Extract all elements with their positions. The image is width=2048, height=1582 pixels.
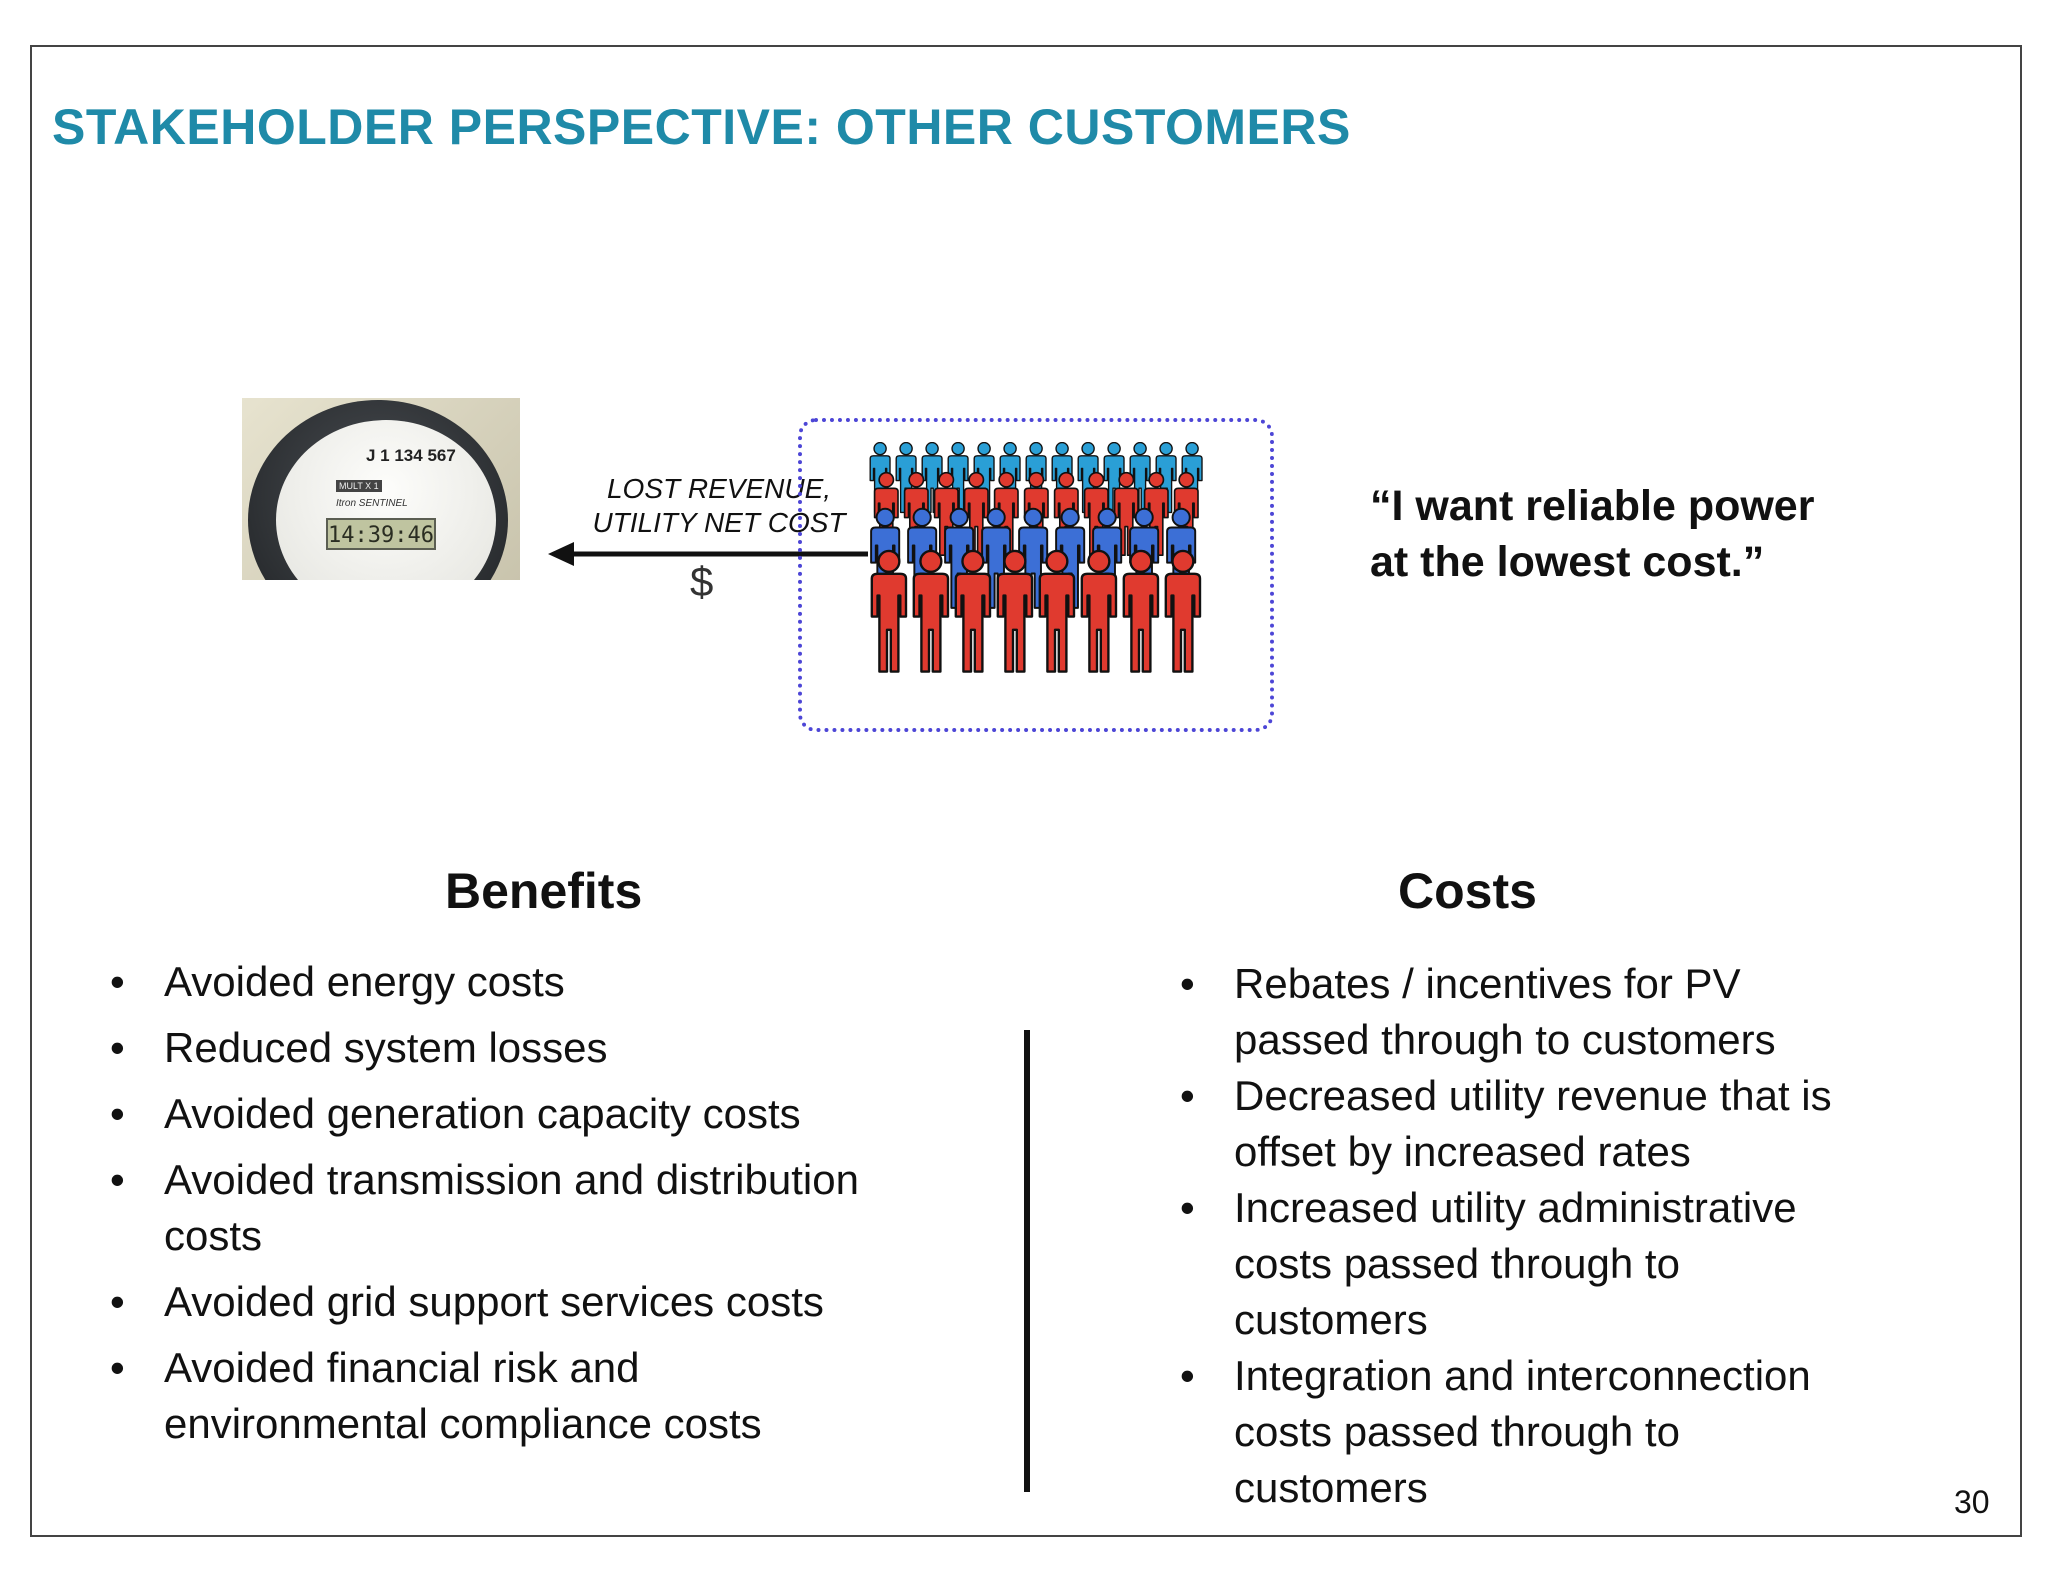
benefits-item-text: environmental compliance costs	[164, 1400, 762, 1447]
meter-multiplier: MULT X 1	[336, 480, 382, 492]
person-icon	[1080, 549, 1118, 673]
costs-item-text: customers	[1234, 1464, 1428, 1511]
bullet-icon: •	[110, 1156, 125, 1203]
costs-item-text: Rebates / incentives for PV	[1234, 960, 1741, 1007]
meter-serial: J 1 134 567	[366, 446, 456, 465]
benefits-item-text: Reduced system losses	[164, 1024, 608, 1071]
benefits-item-text: Avoided grid support services costs	[164, 1278, 824, 1325]
costs-item-text: passed through to customers	[1234, 1016, 1776, 1063]
slide-title: STAKEHOLDER PERSPECTIVE: OTHER CUSTOMERS	[52, 99, 1351, 155]
costs-item-text: costs passed through to	[1234, 1240, 1680, 1287]
currency-symbol: $	[690, 558, 714, 605]
person-icon	[1038, 549, 1076, 673]
benefits-item-text: costs	[164, 1212, 263, 1259]
bullet-icon: •	[1180, 960, 1195, 1007]
benefits-item: • Avoided financial risk and environmental…	[110, 1340, 994, 1452]
column-divider	[1024, 1030, 1030, 1492]
person-icon	[912, 549, 950, 673]
benefits-item-text: Avoided financial risk and	[164, 1344, 640, 1391]
person-icon	[996, 549, 1034, 673]
bullet-icon: •	[110, 958, 125, 1005]
bullet-icon: •	[110, 1344, 125, 1391]
left-arrow-icon	[548, 542, 868, 566]
costs-item-text: customers	[1234, 1296, 1428, 1343]
quote-line-1: “I want reliable power	[1370, 482, 1815, 530]
bullet-icon: •	[1180, 1352, 1195, 1399]
flow-label: LOST REVENUE, UTILITY NET COST	[590, 472, 848, 540]
costs-item: • Integration and interconnection costs pa…	[1180, 1348, 1954, 1516]
benefits-list: • Avoided energy costs • Reduced system los…	[110, 954, 994, 1462]
flow-label-line-1: LOST REVENUE,	[606, 473, 832, 504]
person-icon	[1122, 549, 1160, 673]
quote-line-2: at the lowest cost.”	[1370, 538, 1765, 586]
customers-group-frame	[798, 418, 1274, 732]
electric-meter-image: J 1 134 567 MULT X 1 Itron SENTINEL 14:3…	[242, 398, 520, 580]
benefits-item-text: Avoided energy costs	[164, 958, 565, 1005]
costs-item-text: Decreased utility revenue that is	[1234, 1072, 1832, 1119]
costs-heading: Costs	[1398, 863, 1537, 919]
bullet-icon: •	[1180, 1072, 1195, 1119]
meter-maker: Itron SENTINEL	[336, 498, 408, 509]
meter-body: J 1 134 567 MULT X 1 Itron SENTINEL 14:3…	[248, 400, 508, 580]
page-number: 30	[1954, 1484, 1990, 1520]
meter-face: J 1 134 567 MULT X 1 Itron SENTINEL 14:3…	[276, 420, 496, 580]
costs-item: • Rebates / incentives for PV passed throu…	[1180, 956, 1954, 1068]
costs-item-text: Increased utility administrative	[1234, 1184, 1797, 1231]
benefits-item: • Avoided generation capacity costs	[110, 1086, 994, 1142]
bullet-icon: •	[110, 1090, 125, 1137]
costs-item: • Increased utility administrative costs p…	[1180, 1180, 1954, 1348]
costs-item: • Decreased utility revenue that is offset…	[1180, 1068, 1954, 1180]
benefits-item: • Avoided energy costs	[110, 954, 994, 1010]
benefits-item: • Avoided grid support services costs	[110, 1274, 994, 1330]
bullet-icon: •	[110, 1278, 125, 1325]
person-icon	[1164, 549, 1202, 673]
crowd-of-people-icon	[869, 442, 1203, 673]
benefits-item: • Avoided transmission and distribution co…	[110, 1152, 994, 1264]
benefits-heading: Benefits	[445, 863, 643, 919]
customer-quote: “I want reliable power at the lowest cos…	[1370, 478, 1814, 590]
flow-label-line-2: UTILITY NET COST	[592, 507, 846, 538]
person-icon	[954, 549, 992, 673]
costs-item-text: offset by increased rates	[1234, 1128, 1691, 1175]
benefits-item-text: Avoided transmission and distribution	[164, 1156, 859, 1203]
bullet-icon: •	[110, 1024, 125, 1071]
costs-item-text: costs passed through to	[1234, 1408, 1680, 1455]
costs-list: • Rebates / incentives for PV passed throu…	[1180, 956, 1954, 1516]
meter-display: 14:39:46	[326, 518, 436, 550]
benefits-item-text: Avoided generation capacity costs	[164, 1090, 801, 1137]
person-icon	[870, 549, 908, 673]
benefits-item: • Reduced system losses	[110, 1020, 994, 1076]
costs-item-text: Integration and interconnection	[1234, 1352, 1811, 1399]
bullet-icon: •	[1180, 1184, 1195, 1231]
slide-frame	[30, 45, 2022, 1537]
